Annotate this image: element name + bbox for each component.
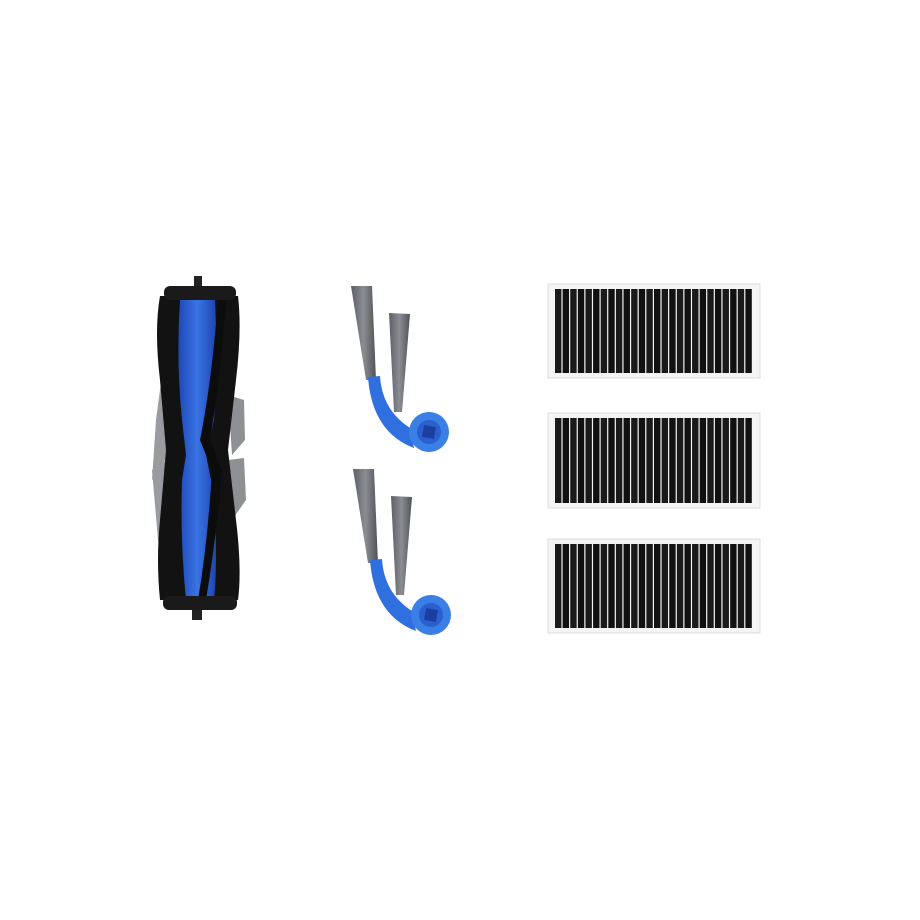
filter-pleat (722, 289, 729, 373)
roller-bristles-right (228, 395, 246, 520)
filter-pleat (638, 544, 646, 628)
filter-pleat (654, 544, 661, 628)
filter-pleat (608, 544, 615, 628)
filter-pleat (555, 544, 562, 628)
roller-end-cap-bottom (163, 596, 237, 610)
filter-pleat (722, 418, 729, 503)
filter (547, 412, 761, 509)
filter-pleat (608, 418, 615, 503)
filter-pleat (562, 289, 570, 373)
filter-pleat (669, 544, 676, 628)
filter-pleat (699, 289, 707, 373)
filter-pleat (745, 544, 752, 628)
filter-pleat (745, 418, 752, 503)
filter-pleat (707, 289, 714, 373)
filter-pleat (562, 418, 570, 503)
roller-end-cap-top (164, 286, 236, 300)
filter-pleat (699, 418, 707, 503)
filter-pleat (593, 289, 600, 373)
roller-axle-top (194, 276, 202, 292)
filter-pleat (707, 544, 714, 628)
filter-pleat (676, 289, 684, 373)
filter-pleat (623, 289, 630, 373)
side-brush (353, 469, 451, 635)
filter-pleat (585, 544, 592, 628)
filter-pleat (737, 418, 745, 503)
filter-pleat (722, 544, 729, 628)
filter-pleat (623, 418, 630, 503)
filter-pleat (562, 544, 570, 628)
filter-pleat (570, 544, 577, 628)
filter-pleat (737, 544, 745, 628)
filter-pleat (585, 418, 592, 503)
filter-pleat (615, 418, 623, 503)
roller-brush (152, 276, 246, 620)
filter-pleat (737, 289, 745, 373)
filter-pleat (638, 418, 646, 503)
filter-pleat (692, 544, 699, 628)
filter-pleat (577, 289, 585, 373)
filter-pleat (608, 289, 615, 373)
filter-pleat (631, 289, 638, 373)
side-brush-bristle (389, 313, 410, 412)
filter-pleat (730, 544, 737, 628)
filter-pleat (638, 289, 646, 373)
filter-pleat (593, 418, 600, 503)
filter-pleat (593, 544, 600, 628)
filter-pleat (684, 544, 691, 628)
filter-pleat (714, 418, 722, 503)
side-brush (351, 286, 449, 452)
filter-pleat (669, 289, 676, 373)
filter-pleat (661, 289, 669, 373)
filter-pleat (730, 418, 737, 503)
roller-black-blade (198, 300, 226, 600)
filters (547, 283, 761, 634)
roller-blue-vane (178, 300, 217, 600)
filter-pleat (714, 289, 722, 373)
roller-axle-bottom (192, 606, 202, 620)
filter-pleat (707, 418, 714, 503)
filter-pleat (600, 418, 608, 503)
filter-pleat (600, 289, 608, 373)
filter-pleat (615, 544, 623, 628)
filter-pleat (654, 418, 661, 503)
filter-pleat (570, 418, 577, 503)
filter-pleat (600, 544, 608, 628)
filter-pleat (692, 418, 699, 503)
filter-pleat (631, 544, 638, 628)
filter-pleat (555, 418, 562, 503)
filter-pleat (676, 418, 684, 503)
filter-pleat (585, 289, 592, 373)
filter-pleat (699, 544, 707, 628)
side-brush-socket (422, 425, 436, 439)
filter-pleat (646, 289, 653, 373)
filter-pleat (684, 289, 691, 373)
filter-pleat (714, 544, 722, 628)
filter-pleat (669, 418, 676, 503)
filter-pleat (654, 289, 661, 373)
filter-pleat (661, 418, 669, 503)
filter-pleat (676, 544, 684, 628)
filter-pleat (555, 289, 562, 373)
filter-pleat (623, 544, 630, 628)
filter-pleat (577, 418, 585, 503)
filter-pleat (745, 289, 752, 373)
filter-pleat (684, 418, 691, 503)
filter-pleat (570, 289, 577, 373)
filter-pleat (577, 544, 585, 628)
filter (547, 283, 761, 379)
filter-pleat (646, 418, 653, 503)
filter-pleat (730, 289, 737, 373)
filter-pleat (615, 289, 623, 373)
filter-pleat (646, 544, 653, 628)
filter-pleat (661, 544, 669, 628)
side-brush-bristle (351, 286, 376, 380)
filter-pleat (631, 418, 638, 503)
side-brush-arm (368, 376, 414, 448)
filter (547, 538, 761, 634)
filter-pleat (692, 289, 699, 373)
